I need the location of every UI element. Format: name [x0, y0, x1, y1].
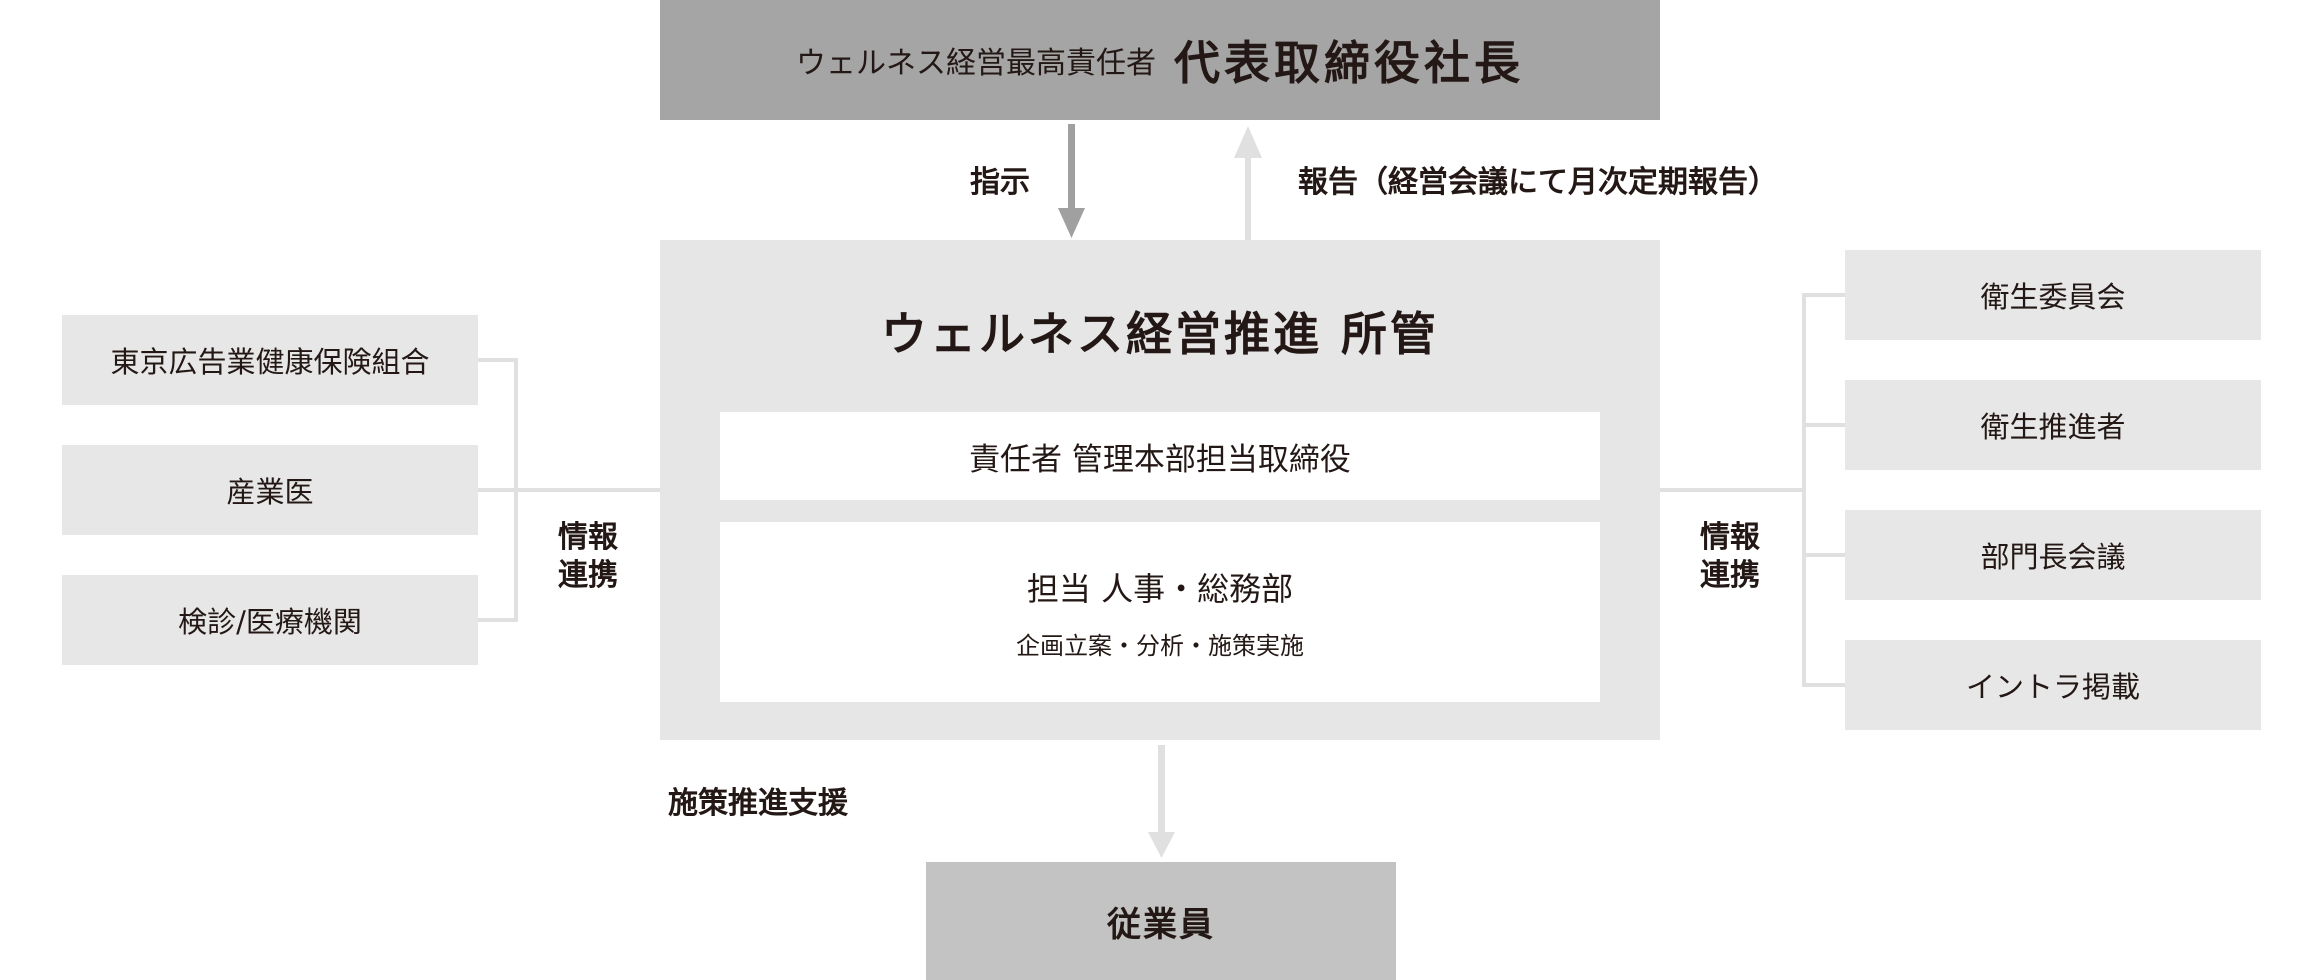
left-connector [518, 488, 660, 492]
responsible-text: 責任者 管理本部担当取締役 [969, 441, 1351, 478]
support-label: 施策推進支援 [668, 786, 848, 821]
tasks-text: 企画立案・分析・施策実施 [1016, 632, 1304, 660]
right-item-dept-head-meeting: 部門長会議 [1845, 510, 2261, 600]
left-item-label: 東京広告業健康保険組合 [110, 345, 430, 379]
responsible-box: 責任者 管理本部担当取締役 [720, 412, 1600, 500]
right-item-label: イントラ掲載 [1965, 670, 2140, 704]
employees-label: 従業員 [1107, 904, 1215, 945]
right-item-health-committee: 衛生委員会 [1845, 250, 2261, 340]
right-item-health-promoter: 衛生推進者 [1845, 380, 2261, 470]
wellness-office-title: ウェルネス経営推進 所管 [880, 307, 1439, 361]
employees-box: 従業員 [926, 862, 1396, 980]
ceo-role: ウェルネス経営最高責任者 [796, 46, 1156, 81]
charge-text: 担当 人事・総務部 [1026, 570, 1294, 608]
right-item-label: 衛生委員会 [1980, 280, 2126, 314]
left-item-health-insurance: 東京広告業健康保険組合 [62, 315, 478, 405]
left-bracket-top [478, 358, 518, 362]
wellness-office-box: ウェルネス経営推進 所管 責任者 管理本部担当取締役 担当 人事・総務部 企画立… [660, 240, 1660, 740]
left-link-label-2: 連携 [558, 558, 618, 593]
right-link-label-2: 連携 [1700, 558, 1760, 593]
left-bracket-middle [478, 488, 518, 492]
left-item-occupational-doctor: 産業医 [62, 445, 478, 535]
right-item-label: 部門長会議 [1980, 540, 2126, 574]
right-connector [1660, 488, 1802, 492]
ceo-title: 代表取締役社長 [1174, 36, 1524, 90]
left-item-label: 検診/医療機関 [178, 605, 362, 639]
report-label: 報告（経営会議にて月次定期報告） [1298, 165, 1778, 200]
report-arrow-head [1234, 126, 1262, 158]
charge-box: 担当 人事・総務部 企画立案・分析・施策実施 [720, 522, 1600, 702]
left-bracket-vertical [514, 358, 518, 622]
right-bracket-4 [1802, 683, 1845, 687]
left-item-medical-institutions: 検診/医療機関 [62, 575, 478, 665]
support-arrow-head [1148, 832, 1175, 858]
right-link-label-1: 情報 [1700, 520, 1760, 555]
right-bracket-2 [1802, 423, 1845, 427]
right-bracket-1 [1802, 293, 1845, 297]
right-bracket-3 [1802, 553, 1845, 557]
ceo-box: ウェルネス経営最高責任者 代表取締役社長 [660, 0, 1660, 120]
report-arrow-shaft [1245, 156, 1251, 240]
left-link-label-1: 情報 [558, 520, 618, 555]
right-item-intranet: イントラ掲載 [1845, 640, 2261, 730]
instruction-label: 指示 [970, 165, 1030, 200]
instruction-arrow-head [1058, 208, 1085, 238]
right-item-label: 衛生推進者 [1980, 410, 2126, 444]
left-bracket-bottom [478, 618, 518, 622]
support-arrow-shaft [1158, 745, 1165, 837]
instruction-arrow-shaft [1068, 124, 1075, 214]
left-item-label: 産業医 [226, 475, 314, 509]
right-bracket-vertical [1802, 293, 1806, 687]
